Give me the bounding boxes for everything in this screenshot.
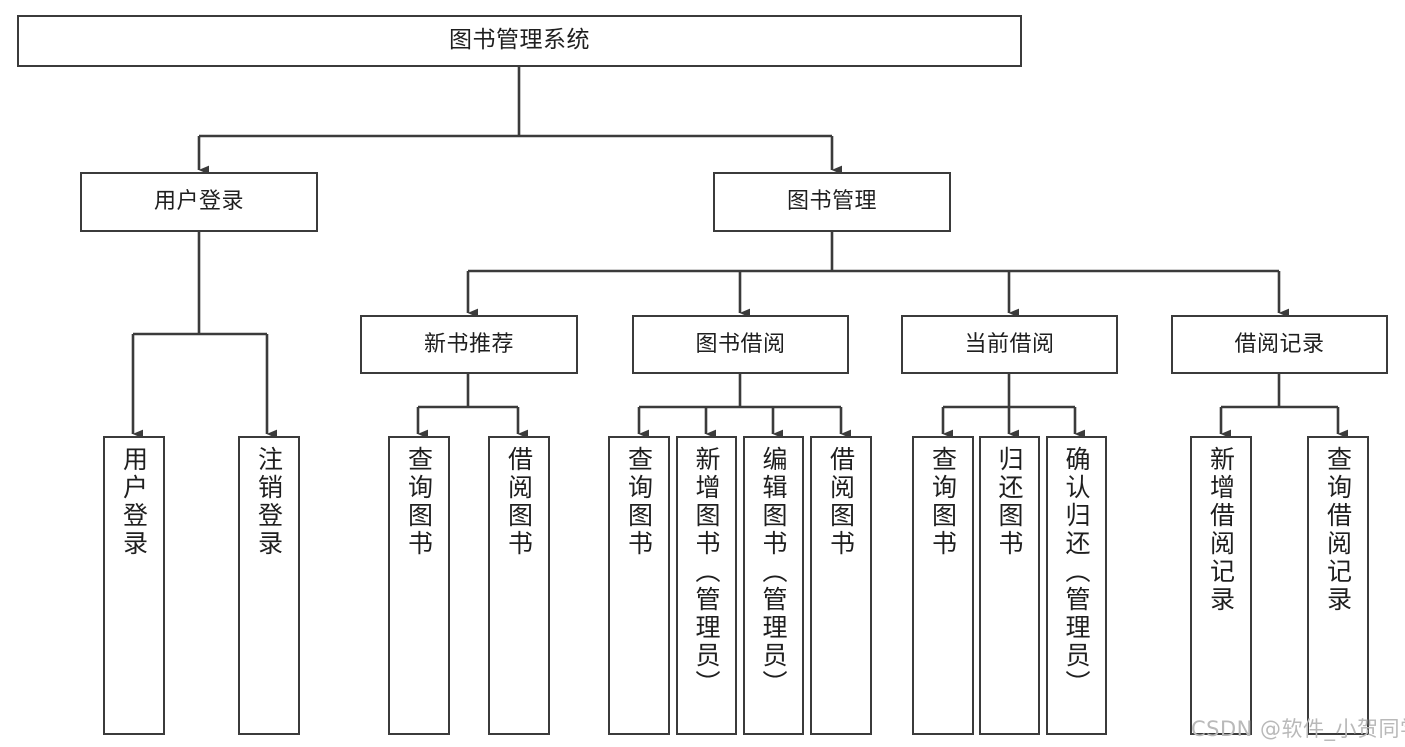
node-label: 查询借阅记录 [1323,446,1353,614]
node-user-login[interactable]: 用户登录 [80,172,318,232]
leaf-query-book-borrow[interactable]: 查询图书 [608,436,670,735]
leaf-borrow-book[interactable]: 借阅图书 [810,436,872,735]
node-label: 图书管理系统 [449,27,590,54]
node-label: 查询图书 [404,446,434,558]
watermark-text: CSDN @软件_小贺同学 [1191,717,1405,741]
node-new-book-recommend[interactable]: 新书推荐 [360,315,578,374]
node-label: 用户登录 [153,189,244,215]
leaf-confirm-return-admin[interactable]: 确认归还（管理员） [1046,436,1107,735]
leaf-add-borrow-record[interactable]: 新增借阅记录 [1190,436,1252,735]
node-book-management[interactable]: 图书管理 [713,172,951,232]
leaf-edit-book-admin[interactable]: 编辑图书（管理员） [743,436,804,735]
node-label: 图书借阅 [695,331,786,357]
node-book-borrow[interactable]: 图书借阅 [632,315,849,374]
node-label: 查询图书 [928,446,958,558]
leaf-add-book-admin[interactable]: 新增图书（管理员） [676,436,737,735]
node-label: 注销登录 [254,446,284,558]
node-label: 当前借阅 [964,331,1055,357]
node-label: 查询图书 [624,446,654,558]
node-root-system[interactable]: 图书管理系统 [17,15,1022,67]
leaf-logout[interactable]: 注销登录 [238,436,300,735]
leaf-query-book-current[interactable]: 查询图书 [912,436,974,735]
node-label: 编辑图书（管理员） [759,446,788,698]
node-label: 新增借阅记录 [1206,446,1236,614]
leaf-query-borrow-record[interactable]: 查询借阅记录 [1307,436,1369,735]
leaf-user-login[interactable]: 用户登录 [103,436,165,735]
node-label: 新书推荐 [423,331,514,357]
node-label: 借阅图书 [504,446,534,558]
node-borrow-record[interactable]: 借阅记录 [1171,315,1388,374]
node-current-borrow[interactable]: 当前借阅 [901,315,1118,374]
leaf-query-book-recommend[interactable]: 查询图书 [388,436,450,735]
leaf-return-book[interactable]: 归还图书 [979,436,1040,735]
node-label: 新增图书（管理员） [692,446,721,698]
node-label: 图书管理 [786,189,877,215]
node-label: 归还图书 [995,446,1024,558]
node-label: 借阅记录 [1234,331,1325,357]
node-label: 借阅图书 [826,446,856,558]
node-label: 确认归还（管理员） [1062,446,1091,698]
leaf-borrow-book-recommend[interactable]: 借阅图书 [488,436,550,735]
node-label: 用户登录 [119,446,149,558]
